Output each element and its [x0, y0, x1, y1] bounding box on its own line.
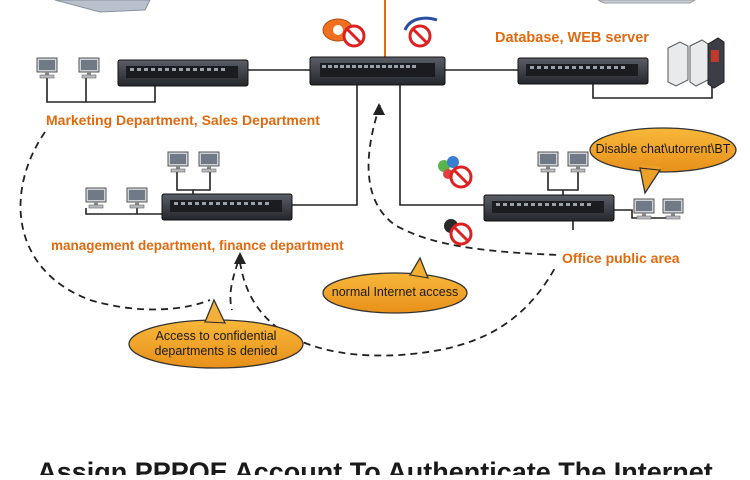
server-switch-icon: [517, 57, 649, 85]
computer-icon: [167, 151, 189, 173]
computer-icon: [662, 198, 684, 220]
arrow-head-icon: [234, 252, 246, 264]
network-cable-icon: [403, 16, 438, 31]
computer-icon: [126, 187, 148, 209]
network-links: [46, 0, 713, 230]
server-icon: [667, 37, 725, 89]
database-label: Database, WEB server: [495, 30, 649, 46]
computer-icon: [198, 151, 220, 173]
normal-bubble-text: normal Internet access: [331, 285, 459, 299]
confidential-bubble-line2: departments is denied: [154, 344, 278, 358]
forbidden-icon: [449, 222, 473, 246]
computer-icon: [85, 187, 107, 209]
arrow-head-icon: [373, 103, 385, 115]
normal-bubble-shape: [322, 256, 468, 314]
disable-bubble-text: Disable chat\utorrent\BT: [595, 142, 731, 156]
top-right-device-icon: [597, 0, 696, 4]
footer-title: Assign PPPOE Account To Authenticate The…: [37, 457, 713, 475]
core-switch-icon: [309, 56, 446, 86]
marketing-label: Marketing Department, Sales Department: [46, 112, 320, 128]
office-label: Office public area: [562, 250, 680, 266]
computer-icon: [633, 198, 655, 220]
confidential-bubble-shape: [128, 298, 304, 369]
management-switch-icon: [161, 193, 293, 221]
computer-icon: [537, 151, 559, 173]
computer-icon: [78, 57, 100, 79]
management-label: management department, finance departmen…: [51, 238, 344, 253]
marketing-switch-icon: [117, 59, 249, 87]
forbidden-icon: [408, 24, 432, 48]
forbidden-icon: [449, 165, 473, 189]
forbidden-icon: [342, 24, 366, 48]
traffic-paths: [19, 104, 561, 357]
confidential-bubble-line1: Access to confidential: [155, 329, 277, 343]
top-device-icon: [54, 0, 151, 13]
office-switch-icon: [483, 194, 615, 222]
computer-icon: [36, 57, 58, 79]
computer-icon: [567, 151, 589, 173]
disable-bubble-shape: [589, 127, 737, 195]
